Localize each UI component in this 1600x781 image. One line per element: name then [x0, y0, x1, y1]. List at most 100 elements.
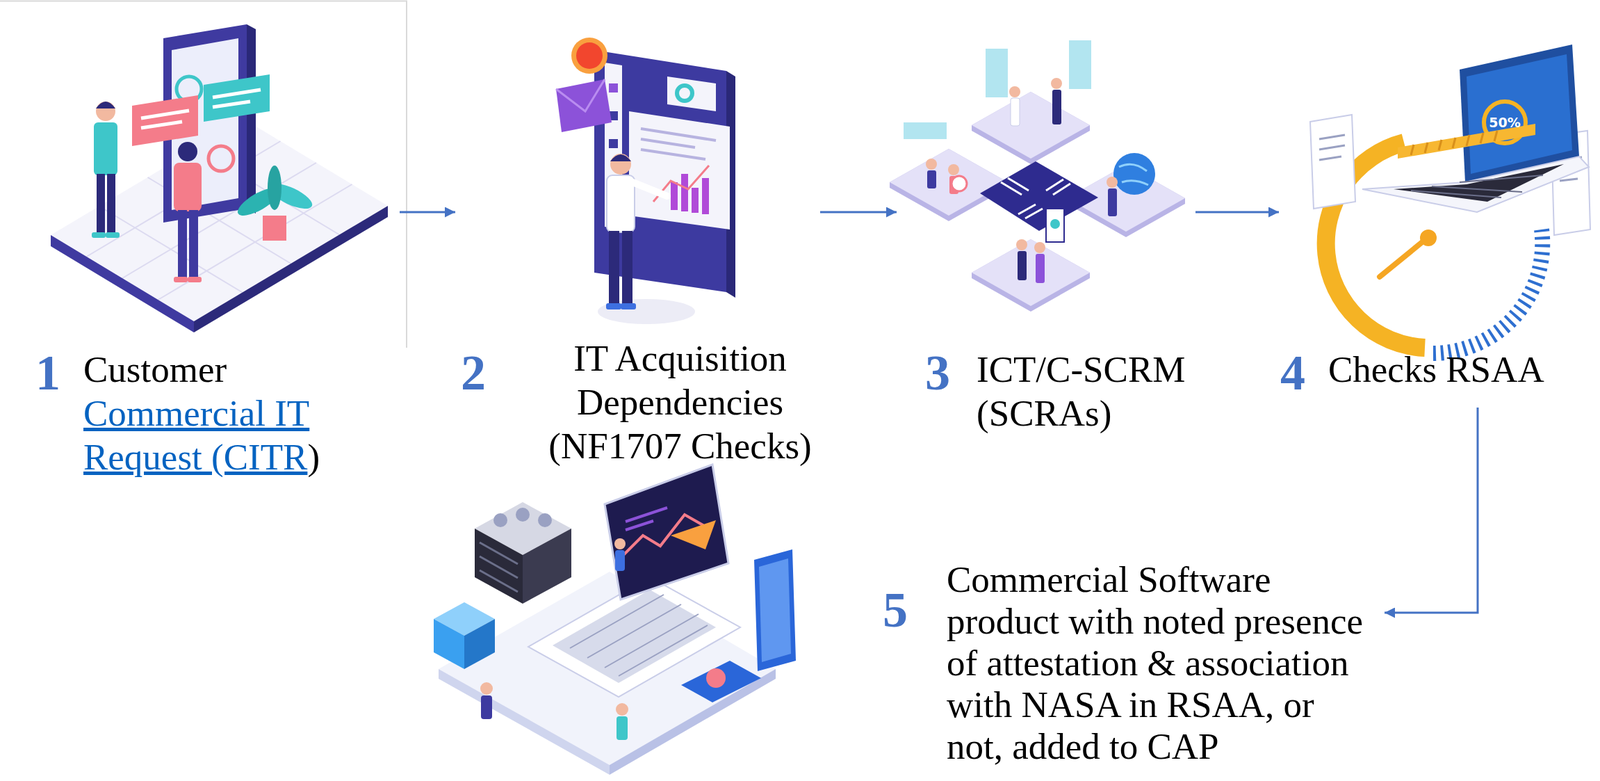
collaboration-illustration: [971, 239, 1090, 312]
step-number: 5: [882, 581, 908, 638]
data-center-illustration: [438, 668, 610, 775]
step-node: 2IT Acquisition Dependencies (NF1707 Che…: [455, 13, 821, 475]
data-center-illustration: [615, 702, 629, 716]
step-text: CustomerCommercial IT Request (CITR): [83, 347, 334, 479]
link-text: Commercial IT Request (CITR: [83, 392, 310, 477]
meeting-illustration: [262, 215, 287, 241]
meeting-illustration: [93, 122, 118, 176]
analysis-board-illustration: [608, 139, 618, 149]
data-center-illustration: [604, 464, 729, 600]
data-center-illustration: [515, 507, 530, 522]
meeting-illustration: [246, 24, 256, 214]
data-center-illustration: [681, 660, 762, 702]
collaboration-illustration: [1046, 208, 1065, 242]
meeting-illustration: [95, 101, 116, 109]
meeting-illustration: [173, 276, 188, 283]
flow-arrow: [399, 211, 456, 214]
analysis-board-illustration: [556, 79, 605, 112]
step-number: 1: [35, 344, 61, 401]
assessment-illustration: [1319, 134, 1345, 160]
analysis-board-illustration: [667, 76, 716, 112]
data-center-illustration: [537, 512, 552, 527]
data-center-illustration: [480, 695, 493, 719]
collaboration-illustration: [951, 175, 967, 192]
collaboration-illustration: [980, 161, 1099, 231]
assessment-illustration: [1310, 44, 1591, 354]
data-center-illustration: [670, 519, 716, 550]
step-node: 3 ICT/C-SCRM (SCRAs): [896, 13, 1196, 443]
meeting-illustration: [212, 89, 261, 108]
data-center-illustration: [464, 618, 495, 669]
analysis-board-illustration: [622, 230, 633, 305]
meeting-illustration: [141, 110, 190, 128]
meeting-illustration: [203, 74, 270, 122]
assessment-illustration: [1393, 164, 1564, 202]
data-center-illustration: [754, 549, 796, 671]
flow-arrow: [1384, 407, 1478, 613]
step-label: ICT/C-SCRM (SCRAs): [976, 347, 1193, 436]
data-center-illustration: [552, 589, 716, 683]
step-text: ICT/C-SCRM (SCRAs): [976, 347, 1193, 436]
collaboration-illustration: [1119, 164, 1149, 185]
collaboration-illustration: [927, 170, 937, 189]
step-label: ): [307, 436, 320, 477]
collaboration-illustration: [889, 148, 1008, 222]
collaboration-illustration: [1010, 98, 1020, 126]
meeting-illustration: [132, 95, 199, 146]
analysis-board-illustration: [681, 173, 689, 212]
collaboration-illustration: [1034, 241, 1046, 253]
flow-arrow: [1195, 211, 1279, 214]
assessment-illustration: [1362, 156, 1589, 212]
analysis-board-illustration: [608, 83, 618, 93]
assessment-illustration: [1410, 130, 1498, 155]
meeting-illustration: [107, 173, 116, 234]
meeting-illustration: [95, 101, 116, 121]
step-number: 4: [1280, 344, 1306, 401]
data-center-illustration: [706, 667, 726, 688]
collaboration-illustration: [948, 164, 960, 176]
analysis-board-illustration: [556, 79, 612, 133]
step-number: 2: [460, 344, 486, 401]
step-text: Commercial Software product with noted p…: [946, 558, 1368, 767]
analysis-board-illustration: [640, 128, 716, 160]
data-center-illustration: [758, 558, 791, 662]
collaboration-illustration: [1106, 176, 1118, 188]
meeting-illustration: [177, 141, 198, 162]
collaboration-illustration: [1009, 86, 1021, 98]
data-center-illustration: [522, 528, 572, 604]
analysis-board-illustration: [629, 111, 730, 230]
analysis-board-illustration: [620, 303, 636, 310]
step-label: Commercial Software product with noted p…: [946, 558, 1368, 767]
frame-line: [0, 1, 407, 349]
collaboration-illustration: [1068, 40, 1092, 89]
assessment-illustration: [1310, 114, 1356, 209]
meeting-illustration: [267, 165, 282, 210]
collaboration-illustration: [971, 91, 1090, 159]
step-number: 3: [925, 344, 951, 401]
analysis-board-illustration: [610, 153, 632, 175]
meeting-illustration: [50, 234, 194, 333]
gauge-label: 50%: [1488, 113, 1521, 131]
step-label: Checks RSAA: [1328, 347, 1565, 392]
step-text: Checks RSAA: [1328, 347, 1565, 392]
step-node: 5 Commercial Software product with noted …: [877, 552, 1385, 774]
data-center-illustration: [493, 512, 508, 527]
analysis-board-illustration: [676, 85, 693, 101]
step-label: Customer: [83, 347, 334, 392]
collaboration-illustration: [1017, 250, 1027, 281]
meeting-illustration: [50, 24, 388, 333]
collaboration-illustration: [903, 122, 947, 140]
collaboration-illustration: [1035, 253, 1045, 283]
collaboration-illustration: [1107, 188, 1117, 217]
collaboration-illustration: [1016, 239, 1028, 251]
data-center-illustration: [615, 549, 625, 571]
analysis-board-illustration: [571, 37, 608, 74]
collaboration-illustration: [971, 91, 1090, 165]
meeting-illustration: [208, 145, 234, 171]
data-center-illustration: [433, 618, 465, 669]
data-center-illustration: [625, 507, 668, 530]
frame-line: [0, 1, 407, 349]
